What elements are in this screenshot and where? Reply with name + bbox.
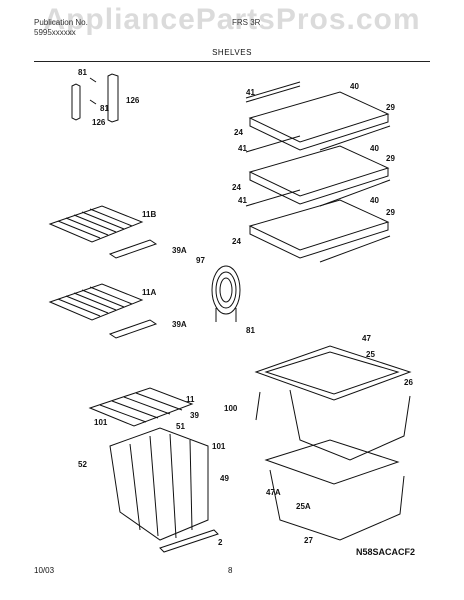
callout-49: 49 xyxy=(220,474,229,483)
callout-101-a: 101 xyxy=(94,418,108,427)
diagram-code: N58SACACF2 xyxy=(356,547,416,557)
callout-40-a: 40 xyxy=(350,82,359,91)
callout-126-b: 126 xyxy=(92,118,106,127)
shelf-bracket-drawing xyxy=(71,73,119,123)
callout-40-c: 40 xyxy=(370,196,379,205)
condenser-coil-drawing xyxy=(211,265,241,322)
publication-number: 5995xxxxxx xyxy=(34,28,76,37)
callout-47: 47 xyxy=(362,334,371,343)
callout-41-a: 41 xyxy=(246,88,255,97)
callout-2: 2 xyxy=(218,538,223,547)
callout-27: 27 xyxy=(304,536,313,545)
callout-126-a: 126 xyxy=(126,96,140,105)
callout-11b: 11B xyxy=(142,210,157,219)
callout-26: 26 xyxy=(404,378,413,387)
callout-25a: 25A xyxy=(296,502,311,511)
crisper-drawer-lower-drawing xyxy=(264,439,405,541)
watermark: AppliancePartsPros.com xyxy=(43,3,421,36)
model-header: FRS 3R xyxy=(232,18,261,27)
crisper-drawer-upper-drawing xyxy=(254,345,412,461)
callout-40-b: 40 xyxy=(370,144,379,153)
callout-39a-a: 39A xyxy=(172,246,187,255)
callout-81-a: 81 xyxy=(78,68,87,77)
callout-11a: 11A xyxy=(142,288,157,297)
glass-shelf-3-drawing xyxy=(245,189,391,263)
callout-97: 97 xyxy=(196,256,205,265)
callout-41-b: 41 xyxy=(238,144,247,153)
callout-39a-b: 39A xyxy=(172,320,187,329)
callout-81-c: 81 xyxy=(246,326,255,335)
callout-25: 25 xyxy=(366,350,375,359)
callout-24-a: 24 xyxy=(234,128,243,137)
publication-label: Publication No. xyxy=(34,18,88,27)
callout-39: 39 xyxy=(190,411,199,420)
callout-81-b: 81 xyxy=(100,104,109,113)
callout-52: 52 xyxy=(78,460,87,469)
callout-41-c: 41 xyxy=(238,196,247,205)
wire-basket-drawing xyxy=(88,387,219,553)
glass-shelf-1-drawing xyxy=(245,81,391,151)
callout-24-c: 24 xyxy=(232,237,241,246)
callout-29-b: 29 xyxy=(386,154,395,163)
callout-29-c: 29 xyxy=(386,208,395,217)
page-number: 8 xyxy=(228,566,233,575)
callout-101-b: 101 xyxy=(212,442,226,451)
glass-shelf-2-drawing xyxy=(245,135,391,207)
callout-47a: 47A xyxy=(266,488,281,497)
wire-shelf-11b-drawing xyxy=(48,205,158,259)
section-title: SHELVES xyxy=(212,48,252,57)
callout-51: 51 xyxy=(176,422,185,431)
callout-24-b: 24 xyxy=(232,183,241,192)
callout-29-a: 29 xyxy=(386,103,395,112)
wire-shelf-11a-drawing xyxy=(48,283,158,339)
callout-11: 11 xyxy=(186,395,195,404)
footer-date: 10/03 xyxy=(34,566,55,575)
publication-header: Publication No. 5995xxxxxx xyxy=(34,18,88,38)
callout-100: 100 xyxy=(224,404,238,413)
header-rule xyxy=(34,61,430,62)
